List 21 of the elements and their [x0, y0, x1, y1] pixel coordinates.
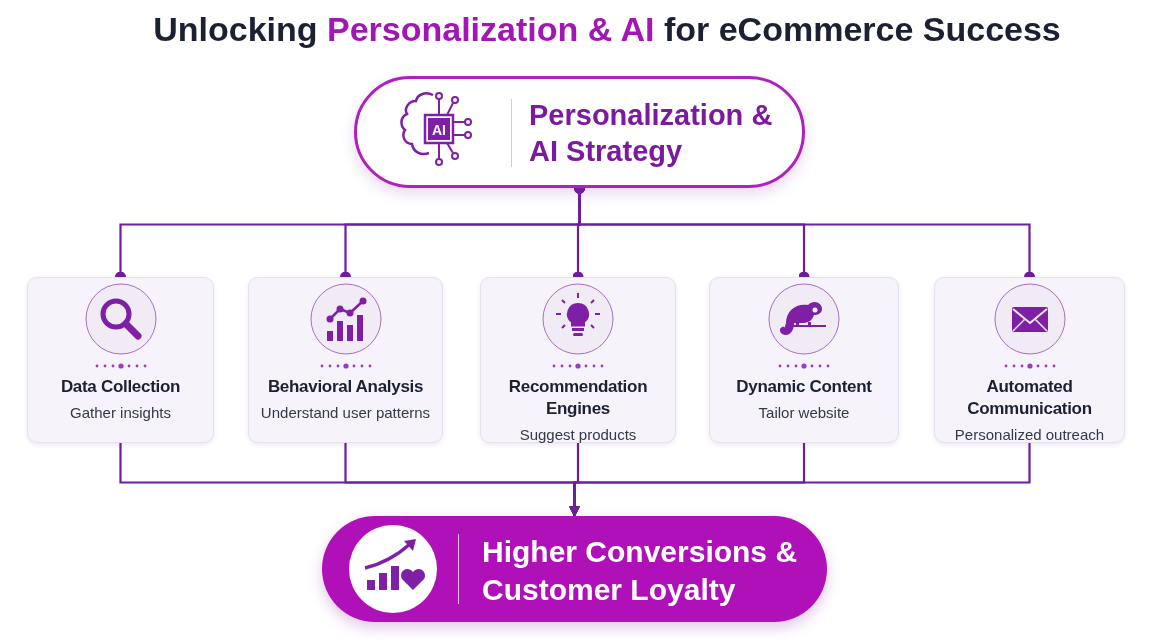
- card-subtitle: Suggest products: [519, 426, 637, 443]
- card-title: Dynamic Content: [735, 376, 873, 398]
- title: Unlocking Personalization & AI for eCommerce Success: [152, 10, 1062, 49]
- step-card: [27, 277, 214, 443]
- strategy-pill: [354, 76, 805, 188]
- step-card: [709, 277, 899, 443]
- card-title: Data Collection: [59, 376, 182, 398]
- step-card: [934, 277, 1125, 443]
- card-subtitle: Tailor website: [758, 404, 850, 421]
- chip-label: AI: [432, 122, 446, 138]
- card-title: Automated Communication: [966, 376, 1093, 420]
- card-subtitle: Understand user patterns: [260, 404, 431, 421]
- card-title: Recommendation Engines: [507, 376, 649, 420]
- card-subtitle: Personalized outreach: [954, 426, 1105, 443]
- step-card: [248, 277, 443, 443]
- card-subtitle: Gather insights: [70, 404, 171, 421]
- strategy-title: Personalization & AI Strategy: [529, 98, 774, 170]
- card-title: Behavioral Analysis: [266, 376, 425, 398]
- step-card: [480, 277, 676, 443]
- outcome-title: Higher Conversions & Customer Loyalty: [482, 534, 799, 608]
- outcome-pill: [322, 516, 827, 622]
